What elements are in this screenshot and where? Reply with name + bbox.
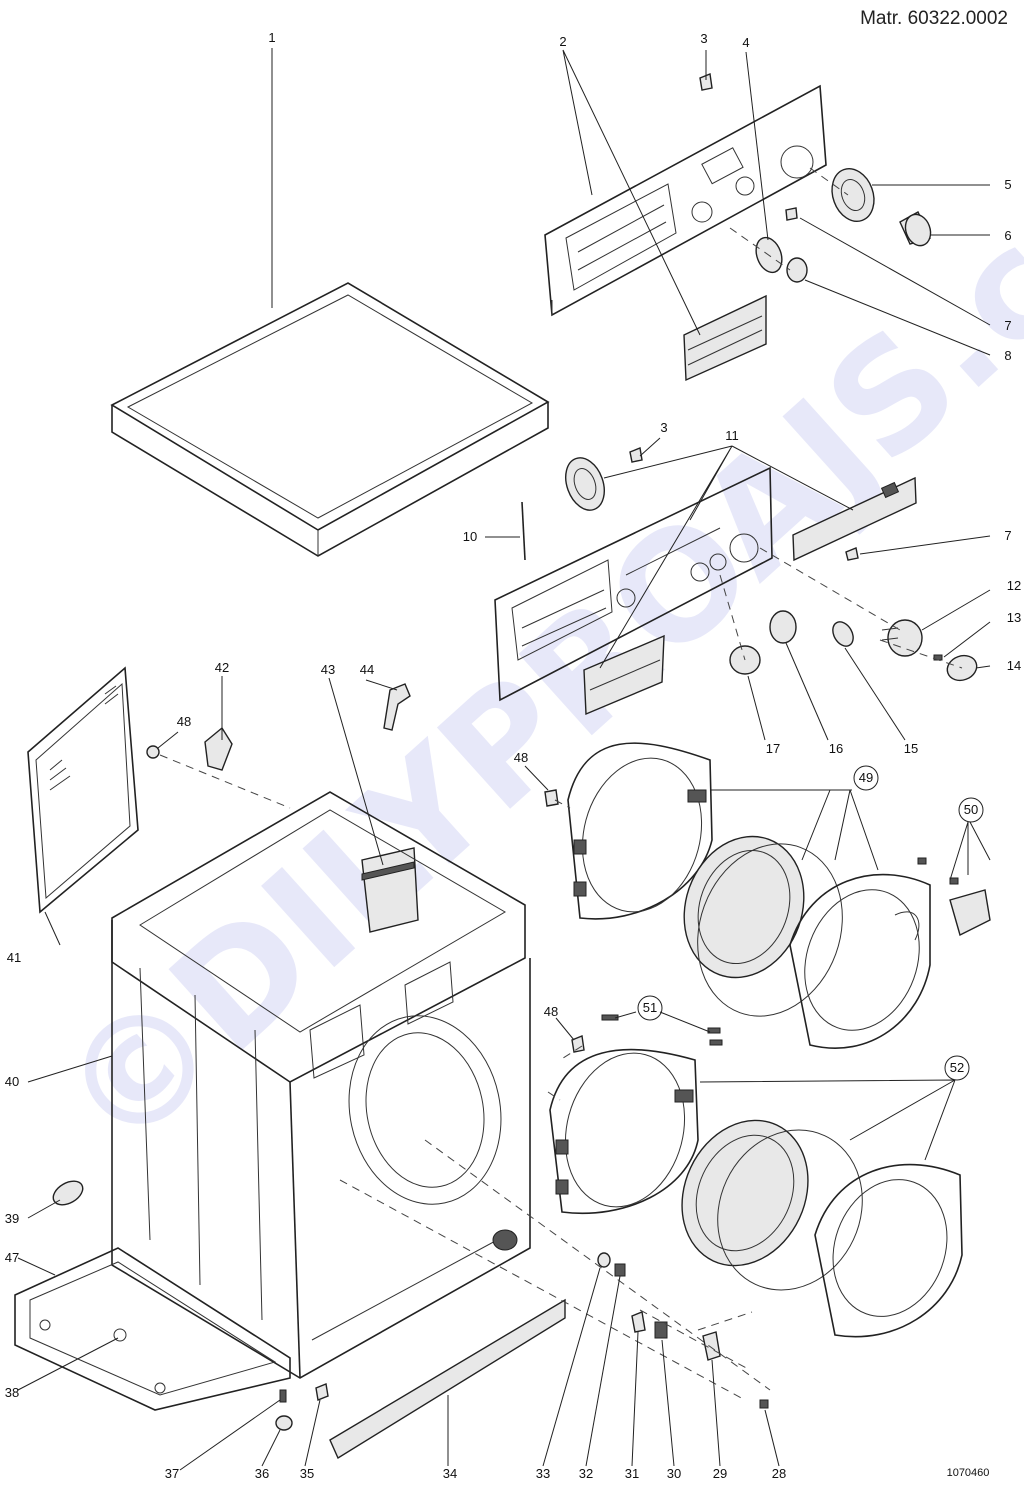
part-label: 39 <box>5 1211 19 1226</box>
material-code: Matr. 60322.0002 <box>860 8 1008 29</box>
clip-part-7-top <box>785 207 798 221</box>
part-label: 36 <box>255 1466 269 1481</box>
part-label: 8 <box>1004 348 1011 363</box>
part-label: 37 <box>165 1466 179 1481</box>
wire-part-10 <box>521 501 526 561</box>
part-label: 15 <box>904 741 918 756</box>
part-label: 40 <box>5 1074 19 1089</box>
part-label: 17 <box>766 741 780 756</box>
part-label: 35 <box>300 1466 314 1481</box>
part-label: 3 <box>660 420 667 435</box>
part-label: 7 <box>1004 528 1011 543</box>
clip-part-7 <box>845 547 859 561</box>
part-label: 13 <box>1007 610 1021 625</box>
circle-50 <box>958 797 984 823</box>
knob-part-12 <box>887 619 923 657</box>
hose-clip-part-39 <box>52 1180 84 1206</box>
part-label: 47 <box>5 1250 19 1265</box>
door-lock-set-part-50 <box>917 857 991 937</box>
part-label: 1 <box>268 30 275 45</box>
part-label: 48 <box>514 750 528 765</box>
part-label: 51 <box>643 1000 657 1015</box>
part-label: 30 <box>667 1466 681 1481</box>
clip-part-42 <box>204 726 233 771</box>
screw-part-3-top <box>699 73 713 91</box>
bracket-part-43 <box>361 847 419 933</box>
knob-part-6 <box>899 211 932 247</box>
lower-control-panel-part <box>494 466 773 702</box>
pin-part-48-lower <box>571 1035 585 1053</box>
part-label: 7 <box>1004 318 1011 333</box>
part-label: 28 <box>772 1466 786 1481</box>
part-label: 6 <box>1004 228 1011 243</box>
part-label: 31 <box>625 1466 639 1481</box>
spring-part-37 <box>279 1389 287 1403</box>
part-label: 14 <box>1007 658 1021 673</box>
upper-control-panel-part <box>544 84 827 317</box>
door-frame-lower-part <box>549 1048 699 1214</box>
part-label: 32 <box>579 1466 593 1481</box>
knob-part-8 <box>786 257 808 283</box>
label-strip-part <box>792 476 917 562</box>
door-glass-ring-upper <box>683 835 805 979</box>
clip-part-35 <box>315 1383 329 1401</box>
pin-part-48-upper <box>544 789 559 807</box>
knob-ring-part-11 <box>565 457 605 511</box>
rear-panel-part <box>27 666 139 914</box>
door-frame-upper-part <box>567 742 713 920</box>
door-outer-lower-part <box>814 1163 963 1338</box>
drawing-code: 1070460 <box>947 1467 990 1479</box>
part-label: 43 <box>321 662 335 677</box>
screw-part-3 <box>629 447 643 463</box>
knob-ring-part-5 <box>831 168 875 222</box>
leader-lines <box>17 48 991 1471</box>
foot-part-36 <box>275 1415 293 1431</box>
part-label: 50 <box>964 802 978 817</box>
hook-part-44 <box>383 683 411 731</box>
part-label: 33 <box>536 1466 550 1481</box>
part-label: 48 <box>544 1004 558 1019</box>
nut-part-48 <box>146 745 160 759</box>
cabinet-part <box>111 791 531 1379</box>
part-label: 29 <box>713 1466 727 1481</box>
part-label: 3 <box>700 31 707 46</box>
base-plate-part <box>14 1247 291 1411</box>
part-label: 16 <box>829 741 843 756</box>
circle-49 <box>853 765 879 791</box>
circle-51 <box>637 995 663 1021</box>
watermark-text: ©DILYPROAJS.cz <box>28 139 1024 1187</box>
circle-52 <box>944 1055 970 1081</box>
knob-part-15 <box>832 621 854 647</box>
part-label: 2 <box>559 34 566 49</box>
part-label: 10 <box>463 529 477 544</box>
part-label: 4 <box>742 35 749 50</box>
part-label: 38 <box>5 1385 19 1400</box>
part-label: 5 <box>1004 177 1011 192</box>
part-label: 42 <box>215 660 229 675</box>
part-label: 52 <box>950 1060 964 1075</box>
hinge-small-parts <box>597 1252 769 1409</box>
part-label: 41 <box>7 950 21 965</box>
part-label: 12 <box>1007 578 1021 593</box>
knob-part-16 <box>769 610 797 644</box>
door-outer-upper-part <box>789 873 931 1049</box>
kick-panel-part-34 <box>329 1298 566 1460</box>
part-label: 49 <box>859 770 873 785</box>
top-cover-part <box>110 282 550 557</box>
part-label: 44 <box>360 662 374 677</box>
part-label: 34 <box>443 1466 457 1481</box>
drawer-handle-part <box>683 294 767 382</box>
part-label: 11 <box>725 428 739 443</box>
part-label: 48 <box>177 714 191 729</box>
assembly-lines <box>159 167 963 1401</box>
